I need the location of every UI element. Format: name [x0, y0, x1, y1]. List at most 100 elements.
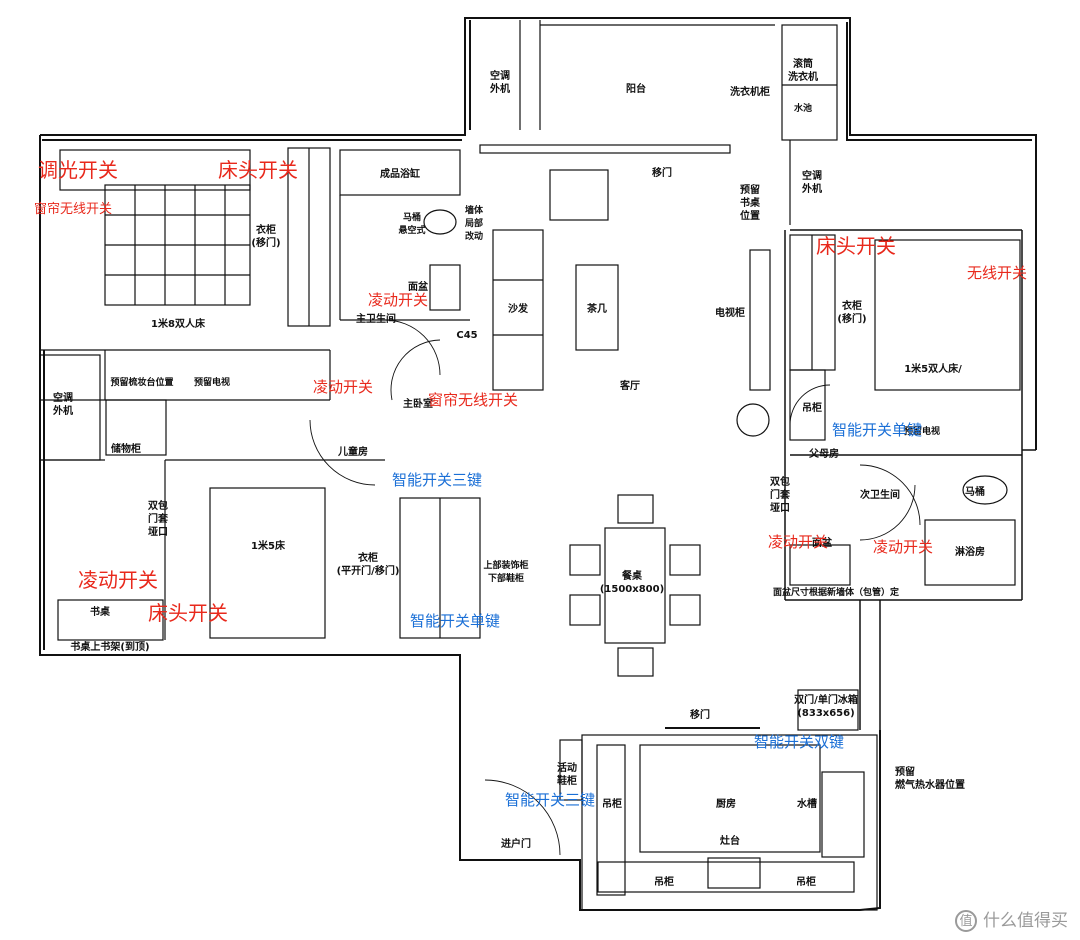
watermark: 值什么值得买 [955, 906, 1068, 932]
parents-room-label: 父母房 [809, 449, 839, 460]
bookshelf-label: 书桌上书架(到顶) [70, 642, 150, 653]
annotation-bedside-switch-kid: 床头开关 [148, 601, 228, 625]
tv-cabinet-shape [749, 249, 771, 391]
outer-walls [39, 17, 1037, 911]
annotation-curtain-switch-living: 窗帘无线开关 [428, 391, 519, 409]
shower-shape [924, 519, 1016, 586]
toilet2-label: 马桶 [965, 487, 985, 498]
water-heater-label: 预留 燃气热水器位置 [895, 767, 965, 791]
toilet-master [423, 209, 457, 235]
master-bedroom-label: 主卧室 [403, 399, 433, 410]
armchair-shape [549, 169, 609, 221]
desk-shape [57, 599, 164, 641]
plant-shape [736, 403, 770, 437]
wardrobe-parent-label: 衣柜 (移门) [837, 301, 867, 325]
annotation-smart-triple-kid: 智能开关三键 [392, 471, 483, 489]
toilet2-shape [962, 475, 1008, 505]
ac-out-right-label: 空调 外机 [802, 171, 822, 195]
sliding-door-kitchen-label: 移门 [690, 710, 710, 721]
annotation-wireless-switch-parent: 无线开关 [967, 264, 1028, 282]
bathtub-label: 成品浴缸 [380, 169, 420, 180]
zhi-logo-icon: 值 [955, 910, 977, 932]
living-furniture [479, 144, 771, 677]
hang-cab-k1-label: 吊柜 [602, 799, 622, 810]
stove-label: 灶台 [720, 836, 740, 847]
storage-shape [105, 399, 167, 456]
fridge-shape [797, 689, 859, 731]
coffee-table-shape [575, 264, 619, 351]
wardrobe-kid-label: 衣柜 (平开门/移门) [336, 553, 400, 577]
master-bedroom-walls [40, 147, 470, 401]
double-door-label: 双包 门套 垭口 [148, 501, 168, 538]
shoe-cabinet-label: 活动 鞋柜 [557, 763, 577, 787]
living-room-label: 客厅 [620, 381, 640, 392]
annotation-smart-single-parent: 智能开关单键 [832, 421, 923, 439]
annotation-rolling-switch-master: 凌动开关 [313, 378, 374, 396]
basin-master [429, 264, 461, 311]
basin2-shape [789, 544, 851, 586]
balcony-walls [519, 20, 838, 225]
ac-out-left-label: 空调 外机 [53, 393, 73, 417]
watermark-text: 什么值得买 [983, 911, 1068, 931]
hang-cab-k2-label: 吊柜 [654, 877, 674, 888]
bed-parent [874, 239, 1021, 391]
basin-note-label: 面盆尺寸根据新墙体（包管）定 [772, 588, 900, 598]
desk-reserved-label: 预留 书桌 位置 [740, 185, 760, 222]
annotation-smart-single-dining: 智能开关单键 [410, 612, 501, 630]
wall-mod-label: 墙体 局部 改动 [464, 206, 484, 242]
tv-cabinet-label: 电视柜 [715, 308, 745, 319]
door-swings [309, 319, 921, 856]
desk-label: 书桌 [90, 607, 110, 618]
tv-reserved-label: 预留电视 [193, 378, 231, 388]
toilet-wall-label: 马桶 悬空式 [398, 213, 426, 236]
washer-cabinet-label: 洗衣机柜 [730, 87, 770, 98]
sofa-shape [492, 229, 544, 391]
washer-cabinet [781, 24, 838, 141]
dining-table-label: 餐桌 (1500x800) [599, 571, 665, 595]
bed-headboard [59, 149, 251, 191]
annotation-rolling-switch-bath2-a: 凌动开关 [768, 533, 829, 551]
hang-cab-k1 [596, 744, 626, 896]
stove-shape [707, 857, 761, 889]
coffee-table-label: 茶几 [587, 304, 607, 315]
annotation-rolling-switch-master-bath: 凌动开关 [368, 291, 429, 309]
annotation-smart-double-kitchen: 智能开关双键 [754, 733, 845, 751]
drum-washer-label: 滚筒 洗衣机 [788, 59, 818, 83]
shoe-cab-shape [559, 739, 583, 801]
left-ac [39, 354, 105, 461]
bed-master-label: 1米8双人床 [151, 319, 205, 330]
bed-kid [209, 487, 326, 639]
bed-parent-label: 1米5双人床/ [904, 364, 962, 375]
kids-room-walls [57, 399, 481, 641]
annotation-bedside-switch-master: 床头开关 [218, 158, 298, 182]
wardrobe-master-label: 衣柜 (移门) [251, 225, 281, 249]
annotation-rolling-switch-kid: 凌动开关 [78, 568, 158, 592]
sink-kitchen-label: 水槽 [797, 799, 817, 810]
parents-room [789, 234, 1021, 586]
annotation-rolling-switch-bath2-b: 凌动开关 [873, 538, 934, 556]
hang-cab-parent-label: 吊柜 [802, 403, 822, 414]
annotation-curtain-switch-master: 窗帘无线开关 [34, 202, 113, 217]
sliding-door-top-label: 移门 [652, 168, 672, 179]
fridge-label: 双门/单门冰箱 (833x656) [794, 695, 858, 719]
double-door-parent-label: 双包 门套 垭口 [770, 477, 790, 514]
balcony-label: 阳台 [626, 84, 646, 95]
dining-table-shape [604, 527, 666, 644]
storage-label: 储物柜 [111, 444, 141, 455]
vanity-reserved-label: 预留梳妆台位置 [110, 378, 174, 388]
right-walls [784, 229, 1036, 730]
c45-label: C45 [456, 330, 478, 341]
basin2-label: 面盆 [812, 538, 832, 549]
tv-parent-label: 预留电视 [903, 427, 941, 437]
annotation-smart-triple-entry: 智能开关三键 [505, 791, 596, 809]
bed-kid-label: 1米5床 [251, 541, 285, 552]
sink-kitchen-shape [821, 771, 865, 858]
bathtub [339, 149, 461, 196]
kitchen-label: 厨房 [716, 799, 736, 810]
kids-room-label: 儿童房 [338, 447, 368, 458]
shower-label: 淋浴房 [955, 547, 985, 558]
kitchen-walls [559, 689, 878, 911]
sofa-label: 沙发 [508, 304, 528, 315]
ac-out-top-label: 空调 外机 [490, 71, 510, 95]
annotation-dimmer-switch: 调光开关 [38, 158, 118, 182]
